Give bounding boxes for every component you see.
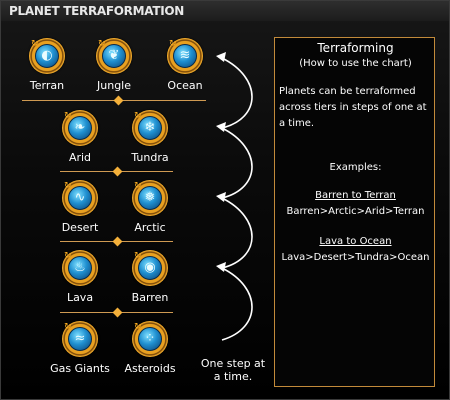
planet-label-ocean: Ocean [167,79,203,92]
info-panel: Terraforming (How to use the chart) Plan… [274,37,435,387]
planet-ocean[interactable]: ≋ ↻ [167,38,203,74]
cycle-arrow-icon: ↻ [134,181,142,191]
planet-gas-giants[interactable]: ≈ ↻ [62,321,98,357]
cycle-arrow-icon: ↻ [64,251,72,261]
planet-arid[interactable]: ❧ ↻ [62,110,98,146]
planet-label-desert: Desert [61,221,99,234]
planet-jungle[interactable]: ❦ ↻ [96,38,132,74]
planet-label-arid: Arid [68,151,92,164]
lava-icon: ♨ [74,260,86,275]
step-arrow-arctic-barren [221,197,253,269]
planet-desert[interactable]: ∿ ↻ [62,180,98,216]
cycle-arrow-icon: ↻ [31,39,39,49]
jungle-icon: ❦ [108,48,120,63]
arrowhead-icon [216,122,226,132]
title-bar: PLANET TERRAFORMATION [1,1,449,21]
planet-tundra[interactable]: ❄ ↻ [132,110,168,146]
cycle-arrow-icon: ↻ [134,111,142,121]
terran-icon: ◐ [41,48,53,63]
asteroids-icon: ⁘ [144,331,156,346]
step-note: One step at a time. [200,357,266,383]
cycle-arrow-icon: ↻ [134,322,142,332]
cycle-arrow-icon: ↻ [134,251,142,261]
panel-description: Planets can be terraformed across tiers … [279,86,427,129]
planet-label-jungle: Jungle [97,79,131,92]
cycle-arrow-icon: ↻ [64,322,72,332]
cycle-arrow-icon: ↻ [64,111,72,121]
page-title: PLANET TERRAFORMATION [9,4,185,18]
gas-giants-icon: ≈ [74,331,86,346]
ocean-icon: ≋ [179,48,191,63]
example2-path: Lava>Desert>Tundra>Ocean [281,252,430,263]
planet-terran[interactable]: ◐ ↻ [29,38,65,74]
arrowhead-icon [216,262,226,272]
tundra-icon: ❄ [144,120,156,135]
arrowhead-icon [216,52,226,62]
barren-icon: ◉ [144,260,156,275]
cycle-arrow-icon: ↻ [169,39,177,49]
planet-label-asteroids: Asteroids [124,362,176,375]
arctic-icon: ❅ [144,190,156,205]
step-arrow-tundra-arctic [221,127,253,199]
planet-label-gas-giants: Gas Giants [50,362,110,375]
arrowhead-icon [216,192,226,202]
example2-title: Lava to Ocean [319,236,392,247]
cycle-arrow-icon: ↻ [64,181,72,191]
planet-label-arctic: Arctic [134,221,166,234]
examples-label: Examples: [329,162,382,173]
example1-title: Barren to Terran [315,190,396,201]
planet-lava[interactable]: ♨ ↻ [62,250,98,286]
panel-heading: Terraforming [317,41,394,55]
desert-icon: ∿ [74,190,86,205]
arid-icon: ❧ [74,120,86,135]
planet-arctic[interactable]: ❅ ↻ [132,180,168,216]
planet-barren[interactable]: ◉ ↻ [132,250,168,286]
panel-subheading: (How to use the chart) [299,58,412,69]
planet-label-terran: Terran [29,79,65,92]
example1-path: Barren>Arctic>Arid>Terran [286,206,425,217]
planet-label-tundra: Tundra [131,151,169,164]
step-arrow-ocean-tundra [221,57,253,129]
planet-asteroids[interactable]: ⁘ ↻ [132,321,168,357]
step-arrow-barren-asteroids [221,267,253,341]
planet-label-barren: Barren [131,291,169,304]
cycle-arrow-icon: ↻ [98,39,106,49]
planet-label-lava: Lava [66,291,94,304]
